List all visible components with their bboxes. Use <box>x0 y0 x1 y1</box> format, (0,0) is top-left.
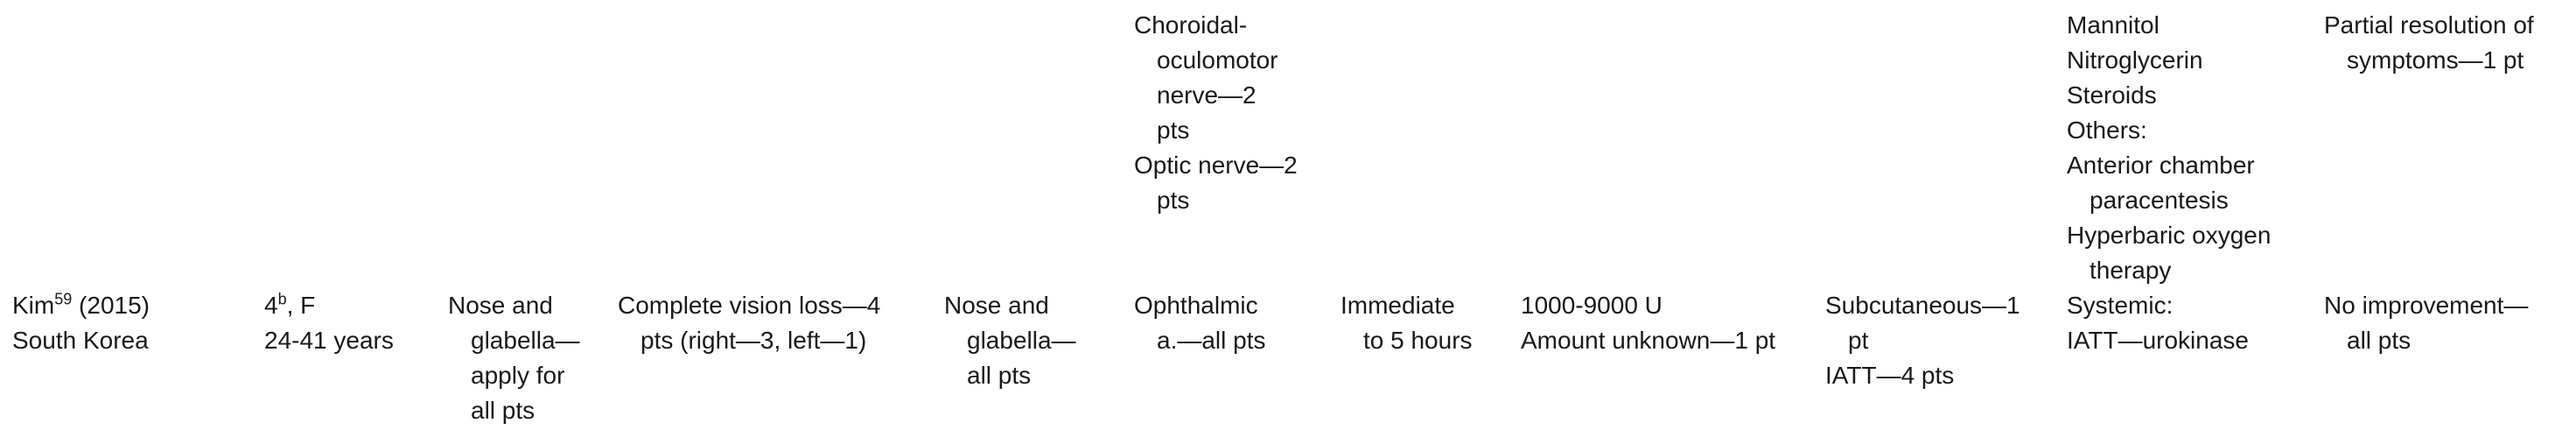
entry-continuation-line: therapy <box>2090 257 2172 284</box>
study-country: South Korea <box>12 327 149 354</box>
cell-entry: Nose and glabella— apply for all pts <box>448 288 580 428</box>
entry-continuation-line: all pts <box>967 362 1032 389</box>
hyaluronidase-dose-cell: 1000-9000 U Amount unknown—1 pt <box>1521 288 1775 358</box>
entry-continuation-line: apply for <box>471 362 565 389</box>
cell-entry: Amount unknown—1 pt <box>1521 323 1775 358</box>
entry-first-line: Hyperbaric oxygen <box>2067 222 2272 249</box>
entry-first-line: Others: <box>2067 116 2147 144</box>
entry-continuation-line: pt <box>1848 327 1869 354</box>
entry-first-line: Amount unknown—1 pt <box>1521 327 1776 354</box>
entry-first-line: Nose and <box>944 292 1049 319</box>
injection-site-cell: Nose and glabella— apply for all pts <box>448 288 580 428</box>
entry-first-line: No improvement— <box>2324 292 2529 319</box>
cell-entry: Steroids <box>2067 78 2271 113</box>
entry-first-line: IATT—urokinase <box>2067 327 2249 354</box>
study-year: (2015) <box>72 292 150 319</box>
symptoms-cell: Complete vision loss—4 pts (right—3, left… <box>618 288 880 358</box>
entry-continuation-line: a.—all pts <box>1157 327 1266 354</box>
cell-entry: Hyperbaric oxygen therapy <box>2067 218 2271 288</box>
cell-entry: Systemic: <box>2067 288 2249 323</box>
cell-entry: IATT—urokinase <box>2067 323 2249 358</box>
entry-continuation-line: nerve—2 <box>1157 81 1256 109</box>
cell-entry: Subcutaneous—1 pt <box>1825 288 2020 358</box>
entry-continuation-line: pts <box>1157 116 1190 144</box>
entry-continuation-line: all pts <box>2347 327 2412 354</box>
patients-note: b <box>277 290 287 308</box>
entry-first-line: Partial resolution of <box>2324 11 2534 39</box>
cell-entry: Optic nerve—2 pts <box>1134 148 1298 218</box>
entry-first-line: Steroids <box>2067 81 2157 109</box>
entry-first-line: Ophthalmic <box>1134 292 1258 319</box>
cell-entry: Partial resolution of symptoms—1 pt <box>2324 8 2534 78</box>
entry-continuation-line: to 5 hours <box>1363 327 1473 354</box>
entry-continuation-line: pts <box>1157 187 1190 214</box>
cell-entry: 1000-9000 U <box>1521 288 1775 323</box>
cell-entry: Complete vision loss—4 pts (right—3, left… <box>618 288 880 358</box>
cell-entry: Nose and glabella— all pts <box>944 288 1076 393</box>
cell-entry: IATT—4 pts <box>1825 358 2020 393</box>
entry-first-line: Nose and <box>448 292 553 319</box>
cell-entry: Nitroglycerin <box>2067 43 2271 78</box>
study-cell: Kim59 (2015) South Korea <box>12 288 150 358</box>
skin-lesion-cell: Nose and glabella— all pts <box>944 288 1076 393</box>
cell-entry: Anterior chamber paracentesis <box>2067 148 2271 218</box>
cell-entry: Others: <box>2067 113 2271 148</box>
entry-first-line: IATT—4 pts <box>1825 362 1955 389</box>
cell-entry: Mannitol <box>2067 8 2271 43</box>
entry-continuation-line: paracentesis <box>2090 187 2229 214</box>
entry-continuation-line: glabella— <box>471 327 580 354</box>
entry-first-line: Choroidal- <box>1134 11 1248 39</box>
entry-first-line: Systemic: <box>2067 292 2174 319</box>
study-author: Kim <box>12 292 55 319</box>
entry-continuation-line: oculomotor <box>1157 46 1278 74</box>
patients-sex: , F <box>286 292 316 319</box>
patients-cell: 4b, F 24-41 years <box>264 288 394 358</box>
entry-first-line: Mannitol <box>2067 11 2160 39</box>
prior-outcome-cell: Partial resolution of symptoms—1 pt <box>2324 8 2534 78</box>
entry-first-line: Immediate <box>1340 292 1455 319</box>
entry-continuation-line: all pts <box>471 397 536 424</box>
occlusion-cell: Ophthalmic a.—all pts <box>1134 288 1266 358</box>
entry-first-line: Optic nerve—2 <box>1134 152 1298 179</box>
entry-continuation-line: symptoms—1 pt <box>2347 46 2524 74</box>
treatment-cell: Systemic: IATT—urokinase <box>2067 288 2249 358</box>
patients-age: 24-41 years <box>264 327 394 354</box>
cell-entry: No improvement— all pts <box>2324 288 2528 358</box>
study-ref: 59 <box>54 290 73 308</box>
cell-entry: Ophthalmic a.—all pts <box>1134 288 1266 358</box>
patients-line: 4b, F <box>264 288 394 323</box>
onset-cell: Immediate to 5 hours <box>1340 288 1473 358</box>
entry-first-line: Subcutaneous—1 <box>1825 292 2020 319</box>
study-author-line: Kim59 (2015) <box>12 288 150 323</box>
entry-continuation-line: pts (right—3, left—1) <box>640 327 867 354</box>
cell-entry: Choroidal-oculomotor nerve—2 pts <box>1134 8 1298 148</box>
entry-first-line: Nitroglycerin <box>2067 46 2203 74</box>
cell-entry: Immediate to 5 hours <box>1340 288 1473 358</box>
outcome-cell: No improvement— all pts <box>2324 288 2528 358</box>
patients-count: 4 <box>264 292 278 319</box>
entry-continuation-line: glabella— <box>967 327 1076 354</box>
entry-first-line: Anterior chamber <box>2067 152 2255 179</box>
entry-first-line: Complete vision loss—4 <box>618 292 881 319</box>
entry-first-line: 1000-9000 U <box>1521 292 1662 319</box>
